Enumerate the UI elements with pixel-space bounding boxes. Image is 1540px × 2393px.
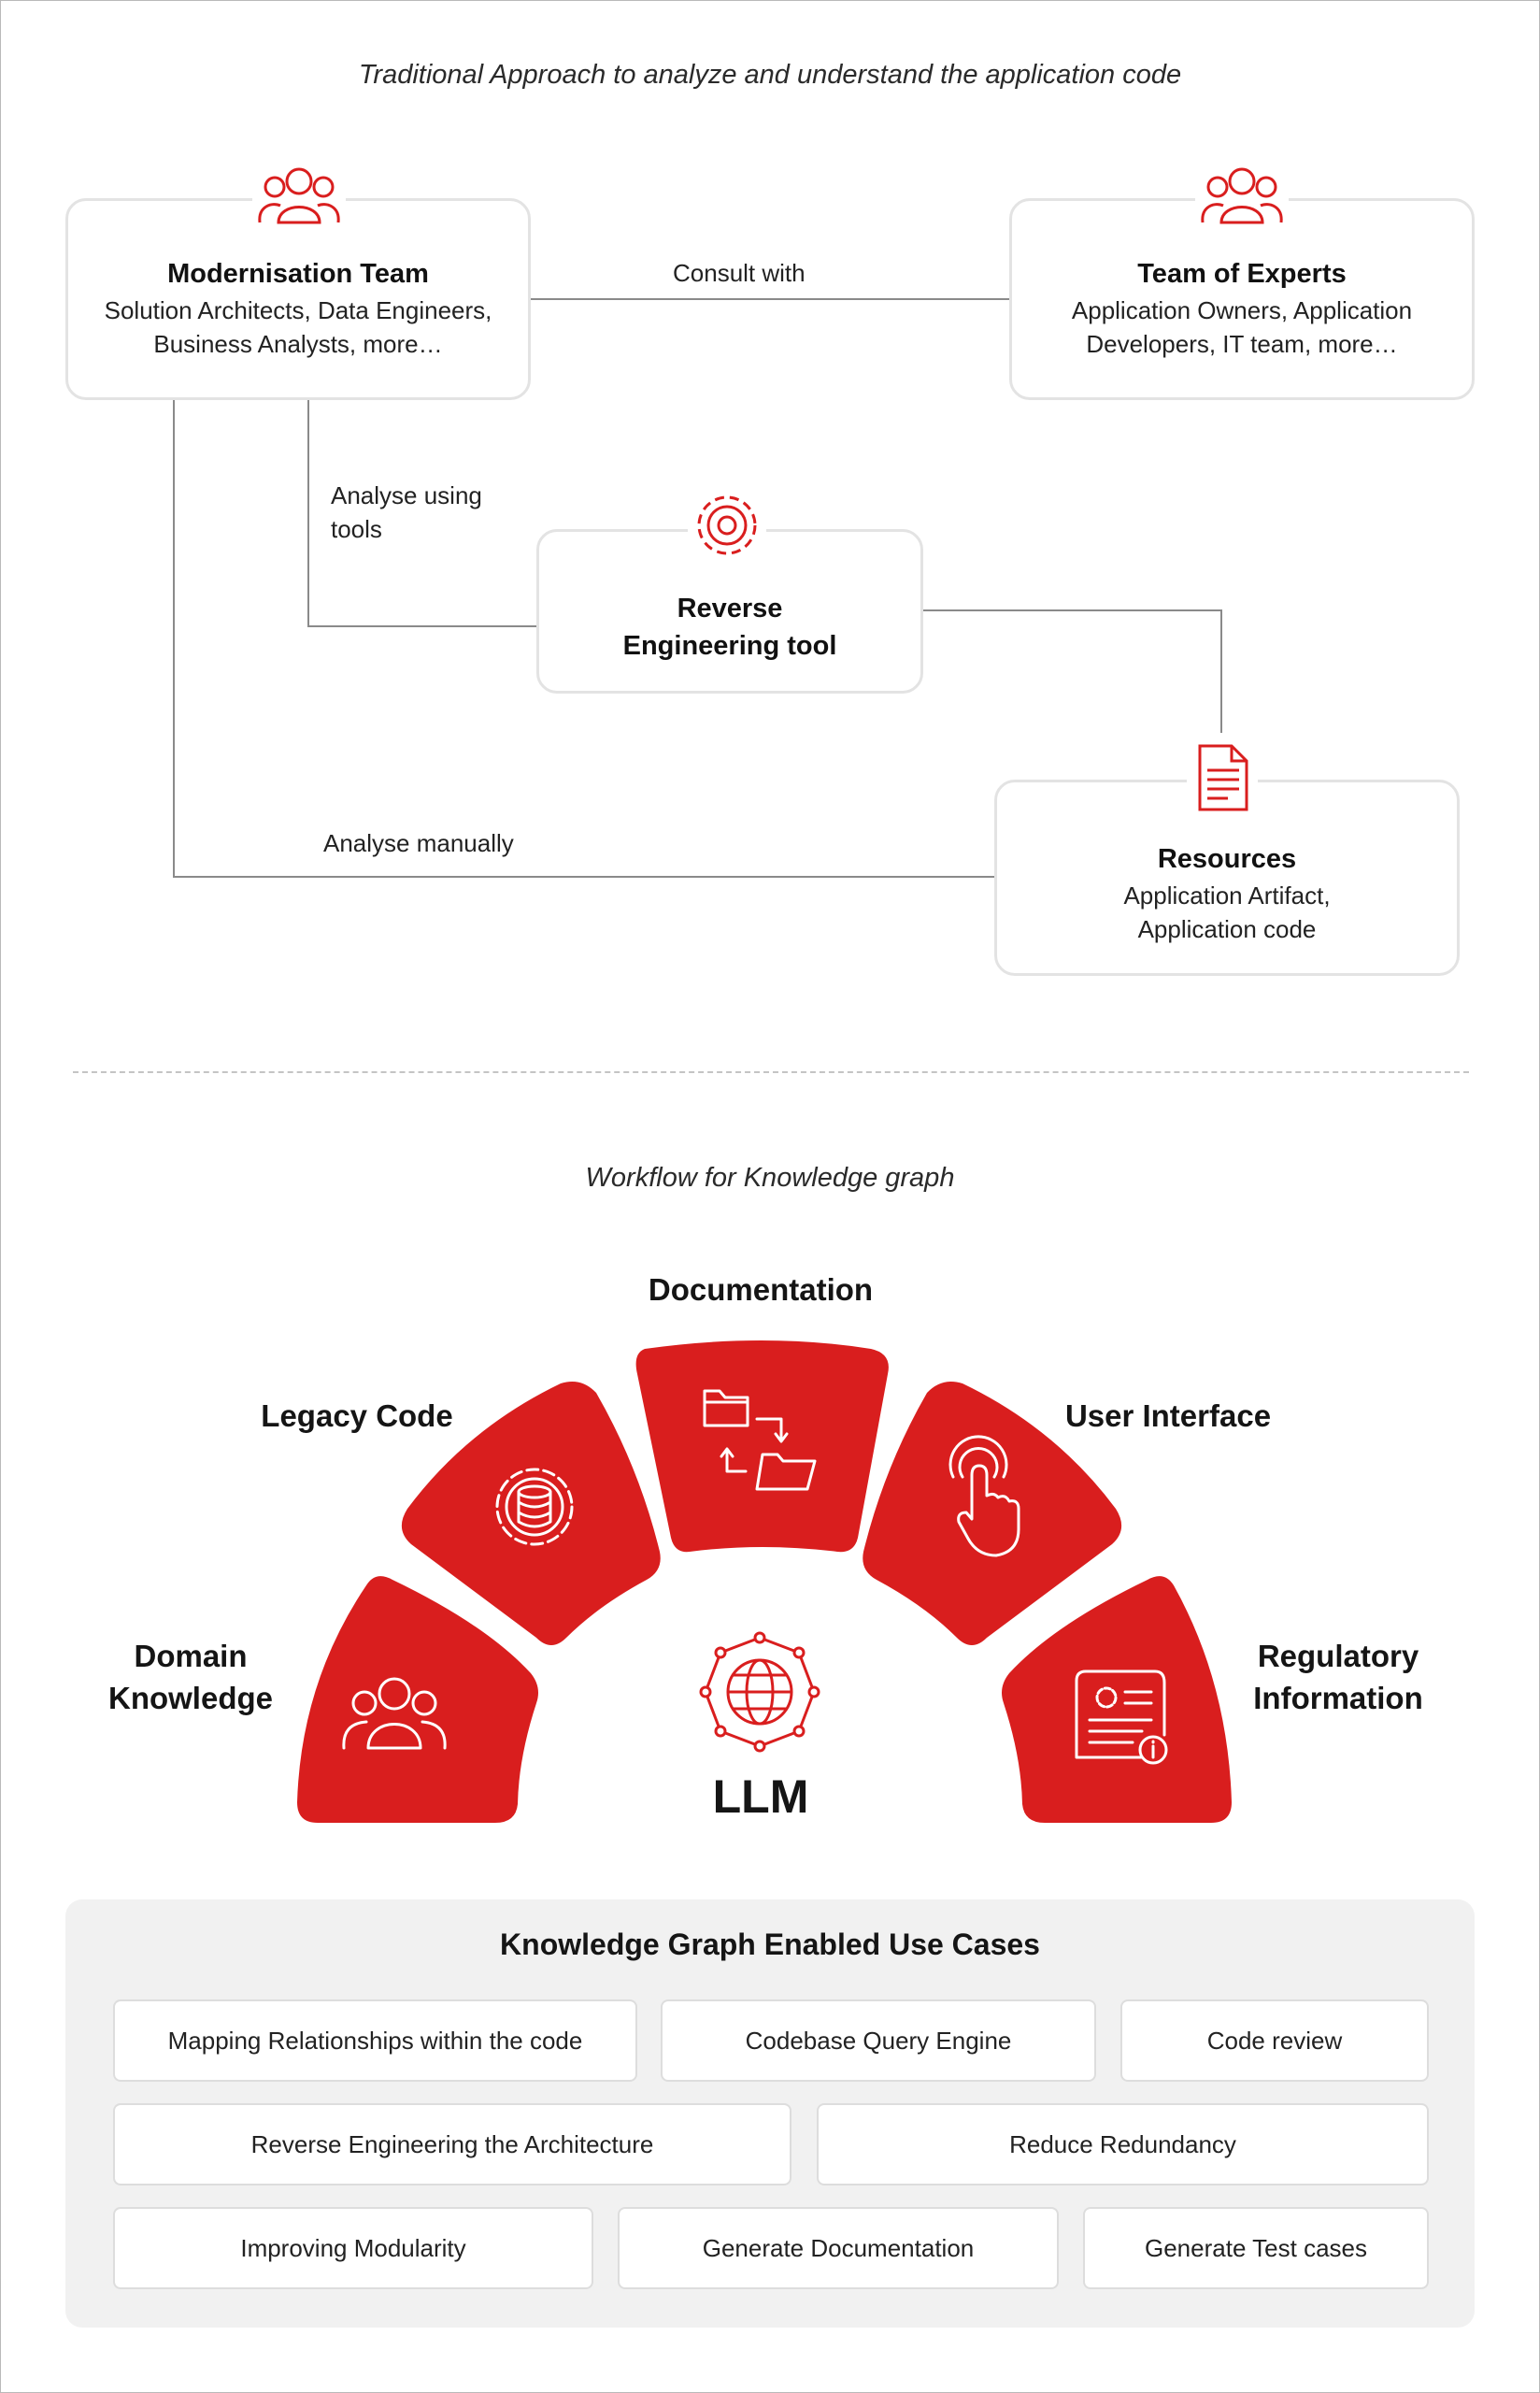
team-of-experts-line1: Application Owners, Application [1071, 296, 1413, 324]
legacy-code-label: Legacy Code [261, 1398, 453, 1433]
document-icon [1187, 740, 1258, 815]
folders-icon [703, 1389, 817, 1491]
workflow-arc [297, 1340, 1232, 1823]
people-icon [252, 161, 346, 234]
analyse-tools-label: tools [331, 515, 382, 543]
section-divider [73, 1071, 1469, 1073]
use-case-item: Code review [1120, 1999, 1429, 2082]
consult-with-label: Consult with [673, 259, 806, 287]
analyse-manually-label: Analyse manually [323, 829, 514, 857]
modernisation-team-card: Modernisation Team Solution Architects, … [65, 198, 531, 400]
llm-label: LLM [712, 1770, 809, 1823]
use-case-item: Generate Test cases [1083, 2207, 1429, 2289]
legacy-code-segment [401, 1381, 661, 1645]
regulatory-document-icon [1075, 1669, 1168, 1765]
documentation-segment [635, 1340, 889, 1553]
analyse-using-label: Analyse using [331, 481, 482, 509]
traditional-title: Traditional Approach to analyze and unde… [358, 60, 1182, 90]
documentation-label: Documentation [648, 1272, 874, 1307]
workflow-title: Workflow for Knowledge graph [585, 1163, 955, 1193]
reverse-tool-line1: Reverse [677, 594, 783, 623]
gear-icon [688, 490, 766, 561]
team-of-experts-card: Team of Experts Application Owners, Appl… [1009, 198, 1475, 400]
use-case-item: Mapping Relationships within the code [113, 1999, 637, 2082]
regulatory-information-label-line1: Regulatory [1257, 1639, 1419, 1673]
resources-line1: Application Artifact, [1123, 881, 1331, 910]
modernisation-team-line1: Solution Architects, Data Engineers, [104, 296, 492, 324]
team-of-experts-line2: Developers, IT team, more… [1086, 330, 1398, 358]
modernisation-team-heading: Modernisation Team [167, 259, 429, 289]
resources-heading: Resources [1157, 844, 1297, 874]
people-icon [1195, 161, 1289, 234]
people-group-icon [342, 1677, 447, 1750]
user-interface-segment [863, 1381, 1122, 1645]
team-of-experts-heading: Team of Experts [1137, 259, 1347, 289]
use-case-item: Codebase Query Engine [661, 1999, 1096, 2082]
use-case-item: Reverse Engineering the Architecture [113, 2103, 791, 2185]
regulatory-information-label-line2: Information [1253, 1681, 1423, 1715]
tap-hand-icon [948, 1435, 1020, 1557]
domain-knowledge-segment [297, 1576, 538, 1823]
use-case-item: Generate Documentation [618, 2207, 1059, 2289]
use-cases-title: Knowledge Graph Enabled Use Cases [500, 1927, 1040, 1961]
resources-line2: Application code [1137, 915, 1317, 943]
use-case-item: Reduce Redundancy [817, 2103, 1429, 2185]
database-gear-icon [495, 1468, 574, 1546]
domain-knowledge-label-line2: Knowledge [107, 1681, 273, 1715]
globe-network-icon [699, 1631, 820, 1753]
reverse-tool-line2: Engineering tool [622, 631, 837, 661]
connector-lines [173, 298, 1222, 878]
domain-knowledge-label-line1: Domain [134, 1639, 248, 1673]
user-interface-label: User Interface [1064, 1398, 1272, 1433]
use-case-item: Improving Modularity [113, 2207, 593, 2289]
modernisation-team-line2: Business Analysts, more… [153, 330, 443, 358]
